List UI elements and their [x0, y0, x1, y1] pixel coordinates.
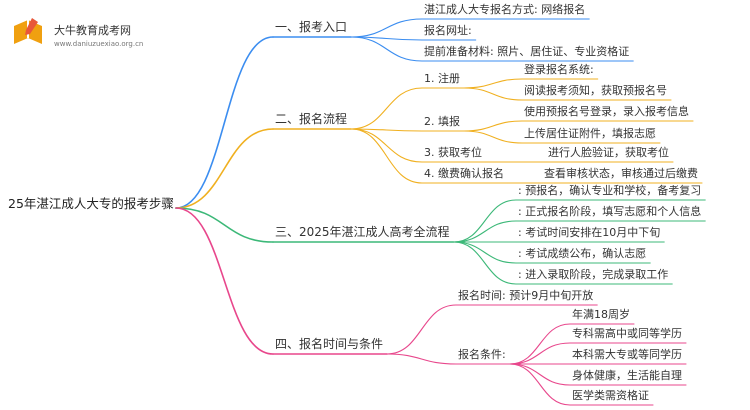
branch-connector — [386, 353, 457, 365]
branch-connector — [350, 18, 423, 38]
branch-connector — [509, 363, 571, 386]
branch-connector — [175, 207, 274, 355]
branch-connector — [350, 128, 423, 132]
branch-connector — [509, 323, 571, 365]
branch-connector — [452, 241, 517, 264]
register-login: 登录报名系统: — [524, 63, 594, 76]
timeline-item: : 考试时间安排在10月中下旬 — [518, 226, 661, 239]
branch-connector — [463, 87, 523, 101]
branch-connector — [509, 363, 571, 406]
timeline-item: : 预报名，确认专业和学校，备考复习 — [518, 184, 702, 197]
register-read-notice: 阅读报考须知，获取预报名号 — [524, 84, 667, 97]
branch-connector — [509, 342, 571, 365]
branch-entry: 一、报考入口 — [275, 20, 348, 34]
entry-method: 湛江成人大专报名方式: 网络报名 — [424, 3, 586, 16]
condition-item: 专科需高中或同等学历 — [572, 327, 682, 340]
logo-url: www.daniuzuexiao.org.cn — [54, 40, 144, 48]
condition-item: 医学类需资格证 — [572, 389, 649, 402]
branch-time-conditions: 四、报名时间与条件 — [275, 337, 384, 351]
seat-face-verify: 进行人脸验证，获取考位 — [548, 146, 669, 159]
entry-website: 报名网址: — [424, 24, 472, 37]
process-step-pay: 4. 缴费确认报名 — [424, 167, 504, 180]
timeline-item: : 考试成绩公布，确认志愿 — [518, 247, 647, 260]
branch-connector — [350, 36, 423, 62]
branch-connector — [463, 120, 523, 132]
logo-title: 大牛教育成考网 — [54, 24, 131, 37]
branch-connector — [386, 304, 457, 355]
branch-connector — [452, 199, 517, 243]
branch-connector — [463, 130, 523, 144]
process-step-seat: 3. 获取考位 — [424, 146, 482, 159]
registration-conditions: 报名条件: — [458, 348, 506, 361]
timeline-item: : 进入录取阶段，完成录取工作 — [518, 268, 669, 281]
branch-connector — [175, 128, 274, 209]
timeline-item: : 正式报名阶段，填写志愿和个人信息 — [518, 205, 702, 218]
branch-connector — [350, 87, 423, 130]
pay-check-status: 查看审核状态，审核通过后缴费 — [544, 167, 698, 180]
process-step-register: 1. 注册 — [424, 72, 460, 85]
site-logo: 大牛教育成考网 www.daniuzuexiao.org.cn — [8, 14, 158, 54]
fill-enter-info: 使用预报名号登录，录入报考信息 — [524, 105, 689, 118]
branch-connector — [463, 78, 523, 89]
condition-item: 年满18周岁 — [572, 308, 630, 321]
branch-timeline: 三、2025年湛江成人高考全流程 — [275, 225, 450, 239]
fill-upload: 上传居住证附件，填报志愿 — [524, 127, 656, 140]
condition-item: 本科需大专或等同学历 — [572, 348, 682, 361]
root-node: 25年湛江成人大专的报考步骤 — [8, 195, 174, 211]
branch-connector — [175, 207, 274, 243]
process-step-fill: 2. 填报 — [424, 115, 460, 128]
book-logo-icon — [14, 18, 42, 44]
branch-connector — [452, 220, 517, 243]
registration-time: 报名时间: 预计9月中旬开放 — [458, 289, 594, 302]
branch-process: 二、报名流程 — [275, 112, 348, 126]
branch-connector — [452, 241, 517, 285]
entry-materials: 提前准备材料: 照片、居住证、专业资格证 — [424, 45, 630, 58]
branch-connector — [350, 128, 423, 163]
branch-connector — [175, 36, 274, 209]
condition-item: 身体健康，生活能自理 — [572, 369, 682, 382]
branch-connector — [350, 128, 423, 184]
